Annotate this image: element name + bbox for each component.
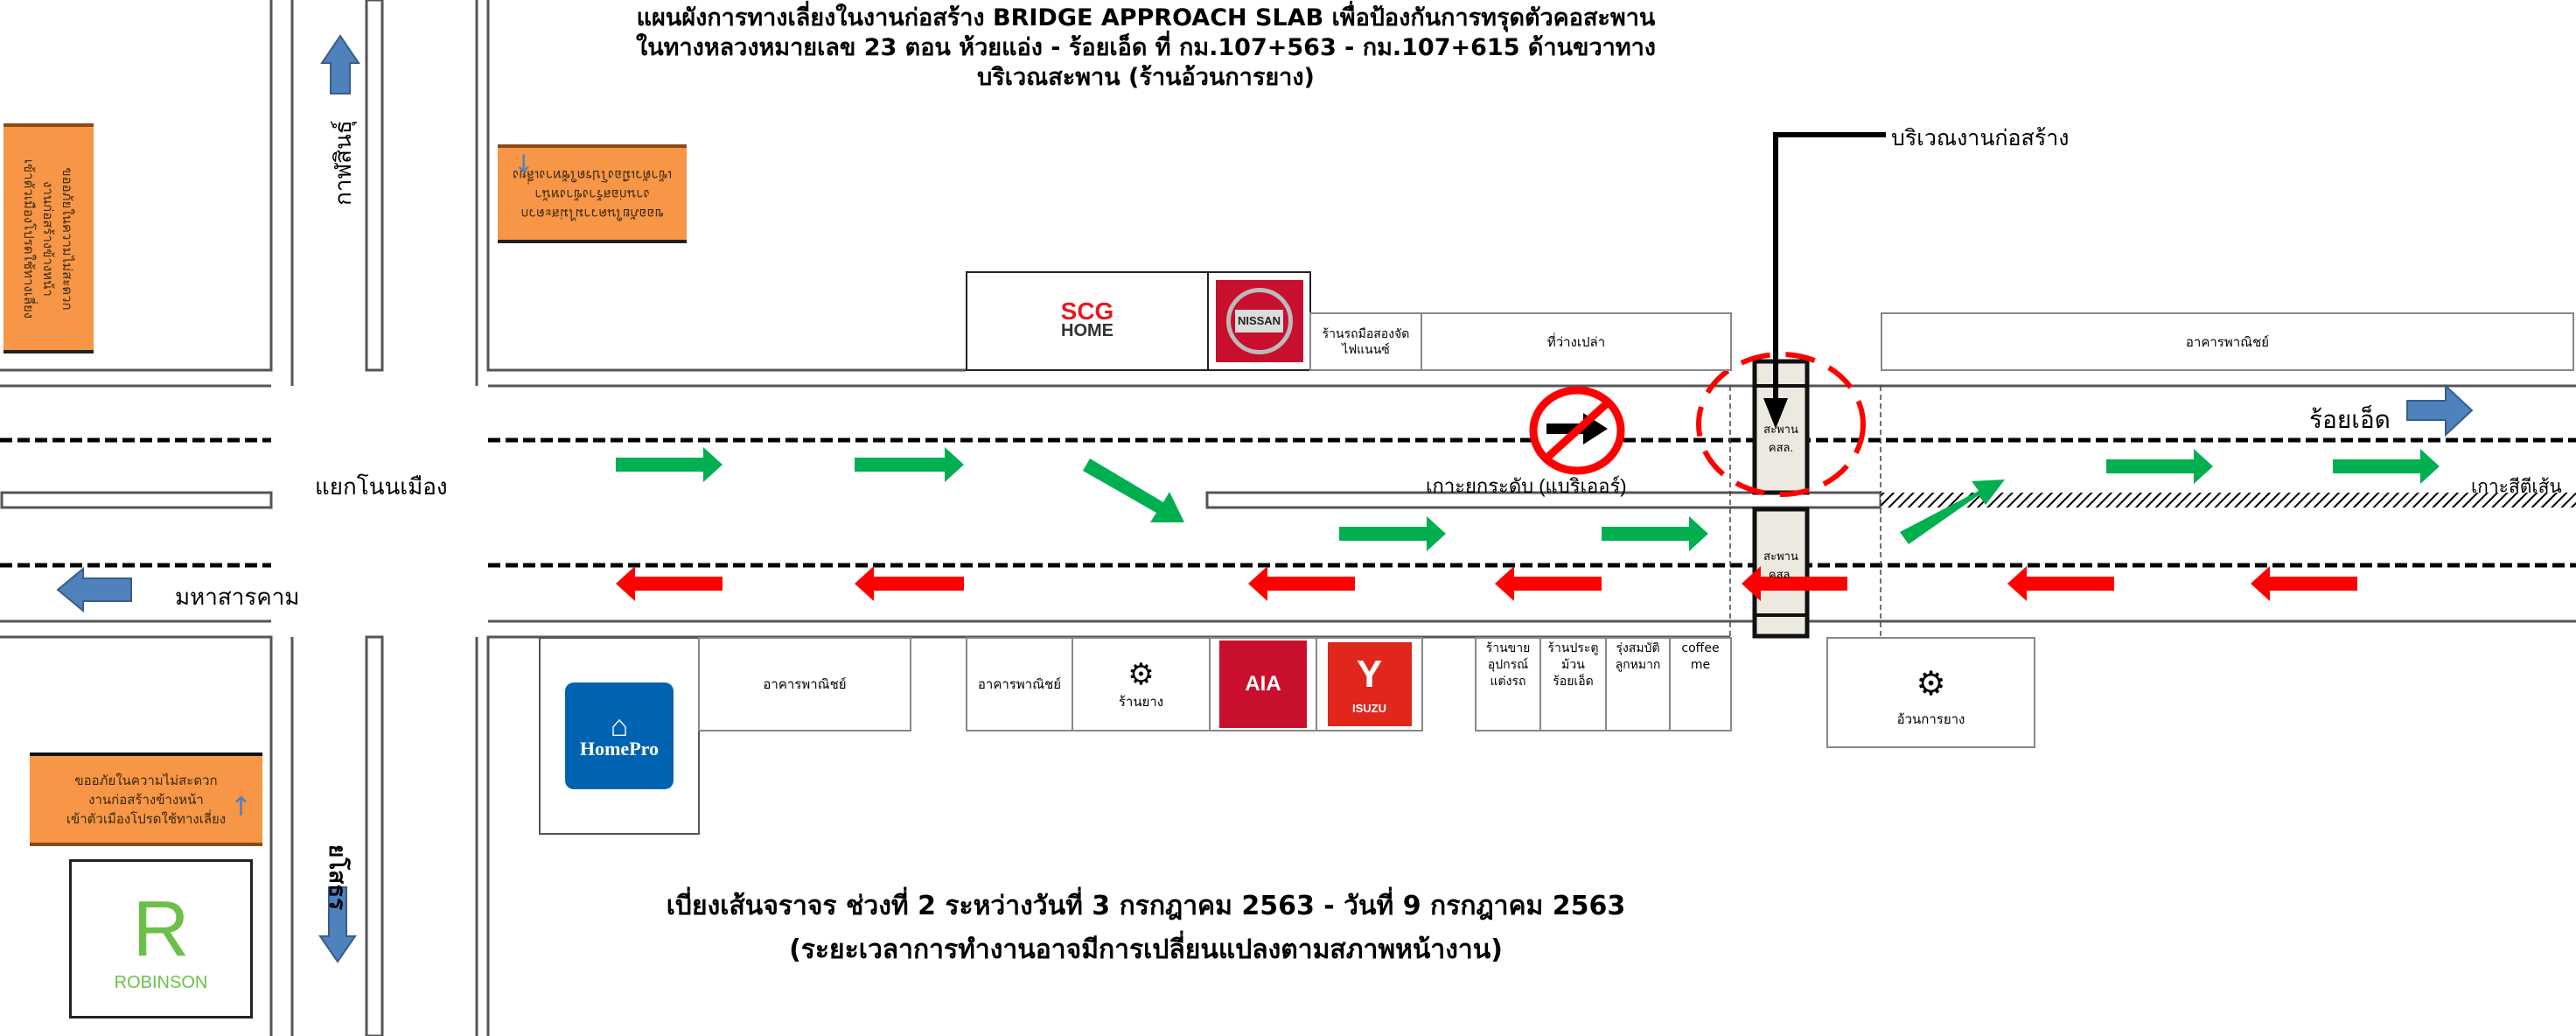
shop-car-accessory: ร้านขายอุปกรณ์แต่งรถ	[1475, 637, 1541, 732]
nissan-logo: NISSAN	[1215, 280, 1303, 362]
tire-wrench-icon: ⚙	[1127, 657, 1155, 692]
oun-tire-label: อ้วนการยาง	[1896, 710, 1965, 727]
construction-zone-circle	[1696, 352, 1866, 497]
notice-line-2: งานก่อสร้างข้างหน้า	[40, 180, 57, 297]
vertical-median	[365, 0, 384, 372]
shop-rung-sombat: รุ่งสมบัติลูกหมาก	[1605, 637, 1671, 732]
painted-median	[1881, 493, 2576, 508]
arrow-west-icon	[56, 566, 132, 613]
construction-area-label: บริเวณงานก่อสร้าง	[1891, 126, 2070, 150]
robinson-r-icon: R	[132, 886, 190, 973]
block-northwest	[0, 0, 273, 372]
westbound-arrows	[616, 566, 2357, 601]
nissan-logo-text: NISSAN	[1234, 310, 1284, 332]
raised-median-label: เกาะยกระดับ (แบริเออร์)	[1426, 475, 1627, 497]
detour-notice-sign-west: ขออภัยในความไม่สะดวก งานก่อสร้างข้างหน้า…	[3, 123, 94, 354]
notice-line-1: ขออภัยในความไม่สะดวก	[74, 772, 218, 788]
notice-line-3: เข้าตัวเมืองโปรดใช้ทางเลี่ยง	[21, 158, 38, 318]
painted-median-label: เกาะสีตีเส้น	[2471, 477, 2562, 497]
building-scg-home: SCG HOME	[966, 271, 1209, 371]
notice-line-3: เข้าตัวเมืองโปรดใช้ทางเลี่ยง	[512, 166, 673, 183]
direction-label-north: กาฬสินธุ์	[330, 120, 356, 206]
arrow-down-icon: ↓	[513, 150, 534, 178]
notice-line-3: เข้าตัวเมืองโปรดใช้ทางเลี่ยง	[66, 810, 227, 827]
arrow-east-icon	[2406, 383, 2474, 438]
building-commercial-north: อาคารพาณิชย์	[1881, 312, 2574, 371]
direction-label-south: ยโสธร	[325, 844, 351, 910]
eastbound-arrow	[616, 447, 723, 482]
arrow-north-icon	[320, 34, 360, 94]
homepro-roof-icon: ⌂	[610, 710, 629, 743]
bridge-label-south: สะพาน คสล.	[1763, 550, 1798, 581]
median	[0, 491, 273, 509]
westbound-arrow	[1248, 566, 1355, 601]
isuzu-emblem-icon: Y	[1356, 653, 1383, 696]
building-homepro: ⌂ HomePro	[539, 637, 700, 835]
scg-logo-text: SCG	[1060, 298, 1114, 325]
eastbound-arrow	[855, 447, 964, 482]
tire-shop-label: ร้านยาง	[1118, 694, 1164, 710]
detour-notice-sign-north: ขออภัยในความไม่สะดวก งานก่อสร้างข้างหน้า…	[498, 144, 687, 243]
block-southwest	[0, 635, 273, 1036]
direction-label-east: ร้อยเอ็ด	[2309, 406, 2391, 433]
robinson-logo: R ROBINSON	[115, 886, 208, 992]
bridge-label-north: สะพาน คสล.	[1763, 423, 1798, 454]
westbound-arrow	[2007, 566, 2114, 601]
building-commercial-south-2: อาคารพาณิชย์	[966, 637, 1073, 732]
notice-line-2: งานก่อสร้างข้างหน้า	[534, 186, 650, 202]
block-north	[486, 0, 966, 372]
homepro-logo: ⌂ HomePro	[565, 682, 674, 789]
title-line-2: ในทางหลวงหมายเลข 23 ตอน ห้วยแอ่ง - ร้อยเ…	[636, 34, 1656, 61]
direction-label-west: มหาสารคาม	[175, 584, 300, 610]
building-isuzu: Y ISUZU	[1316, 637, 1423, 732]
detour-notice-sign-south: ขออภัยในความไม่สะดวก งานก่อสร้างข้างหน้า…	[30, 752, 262, 846]
eastbound-diverge-arrow	[1083, 458, 1184, 522]
schedule-line-1: เบี่ยงเส้นจราจร ช่วงที่ 2 ระหว่างวันที่ …	[666, 891, 1626, 921]
building-commercial-south-1: อาคารพาณิชย์	[698, 637, 911, 732]
eastbound-arrow	[1339, 516, 1446, 551]
building-used-car: ร้านรถมือสองจัดไฟแนนซ์	[1309, 312, 1422, 371]
westbound-arrow	[2251, 566, 2357, 601]
isuzu-logo-text: ISUZU	[1352, 702, 1386, 715]
home-logo-text: HOME	[1061, 321, 1113, 340]
notice-line-1: ขออภัยในความไม่สะดวก	[59, 166, 76, 311]
building-nissan: NISSAN	[1207, 271, 1311, 371]
notice-line-2: งานก่อสร้างข้างหน้า	[88, 791, 204, 808]
intersection-label: แยกโนนเมือง	[315, 473, 448, 500]
no-entry-sign-icon	[1529, 386, 1625, 475]
bridge-slab-north	[1752, 359, 1810, 495]
isuzu-logo: Y ISUZU	[1327, 642, 1412, 726]
eastbound-arrow	[1602, 516, 1708, 551]
vertical-median	[365, 635, 384, 1036]
title-line-3: บริเวณสะพาน (ร้านอ้วนการยาง)	[977, 64, 1315, 91]
scg-home-logo: SCG HOME	[1060, 298, 1114, 341]
tire-wrench-icon: ⚙	[1916, 663, 1946, 703]
building-oun-tire: ⚙ อ้วนการยาง	[1826, 637, 2035, 748]
westbound-arrow	[616, 566, 723, 601]
title-line-1: แผนผังการทางเลี่ยงในงานก่อสร้าง BRIDGE A…	[636, 4, 1656, 32]
building-robinson: R ROBINSON	[69, 859, 253, 1018]
westbound-arrow	[1742, 566, 1847, 601]
pointer-arrowhead	[1763, 398, 1788, 429]
westbound-arrow	[855, 566, 964, 601]
pointer-line	[1773, 132, 1886, 411]
robinson-logo-text: ROBINSON	[114, 973, 208, 992]
aia-logo: AIA	[1219, 640, 1307, 728]
building-aia: AIA	[1209, 637, 1317, 732]
arrow-up-icon: ↑	[229, 792, 252, 822]
homepro-logo-text: HomePro	[579, 738, 659, 760]
notice-line-1: ขออภัยในความไม่สะดวก	[520, 205, 664, 221]
eastbound-arrow	[2333, 449, 2440, 484]
shop-coffee-me: coffee me	[1669, 637, 1732, 732]
westbound-arrow	[1495, 566, 1602, 601]
shop-rolling-door: ร้านประตูม้วนร้อยเอ็ด	[1539, 637, 1607, 732]
vacant-lot: ที่ว่างเปล่า	[1421, 312, 1732, 371]
arrow-south-icon	[318, 886, 357, 963]
schedule-line-2: (ระยะเวลาการทำงานอาจมีการเปลี่ยนแปลงตามส…	[789, 934, 1503, 965]
eastbound-arrow	[2106, 449, 2213, 484]
eastbound-merge-arrow	[1900, 480, 2005, 544]
building-tire-shop: ⚙ ร้านยาง	[1072, 637, 1211, 732]
